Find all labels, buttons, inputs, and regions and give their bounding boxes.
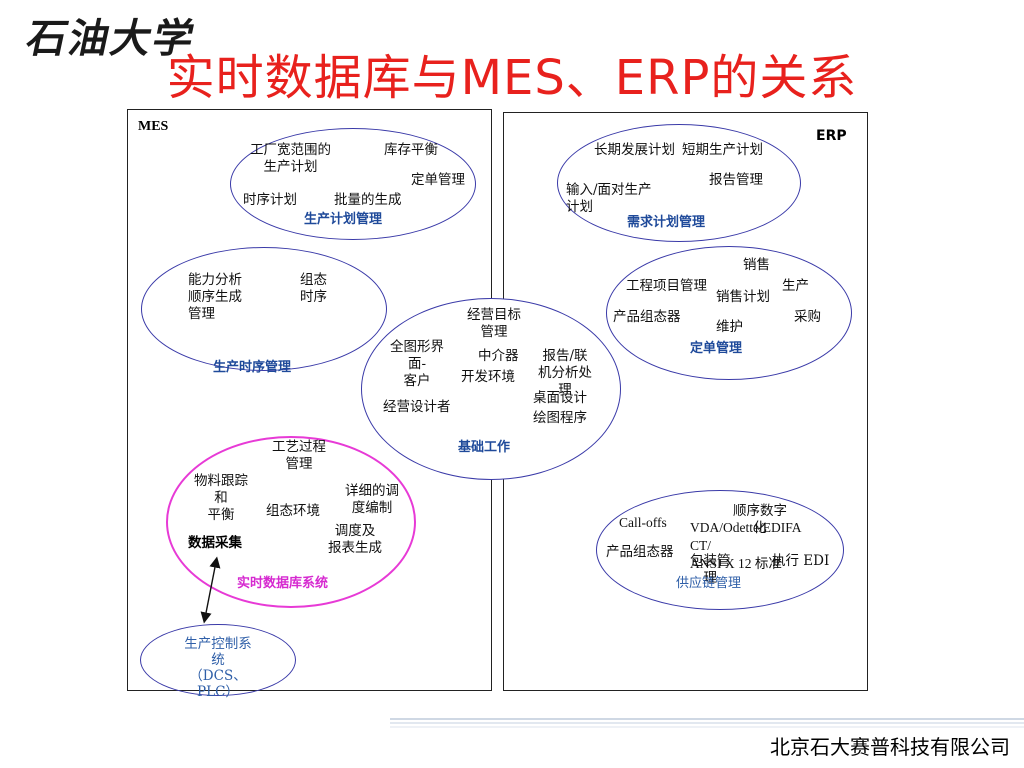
configuration-environment-text: 组态环境	[266, 503, 320, 519]
supply-product-configurator-text: 产品组态器	[606, 544, 674, 560]
page-title: 实时数据库与MES、ERP的关系	[166, 50, 858, 106]
erp-label: ERP	[816, 128, 847, 144]
production-scheduling-ellipse	[141, 247, 387, 371]
report-management-text: 报告管理	[709, 172, 763, 188]
mes-label: MES	[138, 119, 169, 134]
dev-environment-text: 开发环境	[461, 369, 515, 385]
data-acquisition-text: 数据采集	[188, 535, 242, 551]
realtime-database-caption: 实时数据库系统	[237, 576, 329, 591]
production-text: 生产	[782, 278, 809, 294]
input-production-plan-text: 输入/面对生产 计划	[566, 182, 652, 215]
detailed-scheduling-text: 详细的调 度编制	[345, 483, 399, 516]
broker-text: 中介器	[478, 348, 519, 364]
business-goal-text: 经营目标 管理	[467, 307, 521, 340]
supply-chain-caption: 供应链管理	[676, 576, 742, 591]
scheduling-reporting-text: 调度及 报表生成	[328, 523, 382, 556]
order-management-ellipse	[606, 246, 852, 380]
drawing-program-text: 绘图程序	[533, 410, 587, 426]
batch-generation-text: 批量的生成	[334, 192, 402, 208]
sales-text: 销售	[743, 257, 770, 273]
production-scheduling-caption: 生产时序管理	[213, 360, 292, 375]
data-link-arrow	[200, 556, 221, 624]
maintenance-text: 维护	[716, 319, 743, 335]
production-planning-ellipse	[230, 128, 476, 240]
edi-standards-text: VDA/Odette/EDIFA CT/ ANSI X 12 标准	[690, 520, 802, 571]
inventory-balance-text: 库存平衡	[384, 142, 438, 158]
execute-edi-text: 执行 EDI	[772, 553, 830, 569]
foundation-ellipse	[361, 298, 621, 480]
engineering-project-text: 工程项目管理	[626, 278, 707, 294]
configuration-sequence-text: 组态 时序	[300, 272, 327, 305]
control-system-text: 生产控制系 统 （DCS、 PLC）	[184, 636, 252, 700]
process-management-text: 工艺过程 管理	[272, 439, 326, 472]
call-offs-text: Call-offs	[619, 515, 667, 530]
foundation-caption: 基础工作	[458, 440, 511, 455]
olap-text: 报告/联 机分析处 理	[538, 348, 592, 398]
capacity-analysis-text: 能力分析 顺序生成 管理	[188, 272, 242, 322]
realtime-database-ellipse	[166, 436, 416, 608]
purchasing-text: 采购	[794, 309, 821, 325]
control-system-ellipse	[140, 624, 296, 696]
material-tracking-text: 物料跟踪 和 平衡	[194, 473, 248, 523]
sales-plan-text: 销售计划	[716, 289, 770, 305]
long-term-plan-text: 长期发展计划	[594, 142, 675, 158]
sequence-digitization-text: 顺序数字 化	[733, 503, 787, 536]
footer-stripe	[390, 722, 1024, 724]
gui-client-text: 全图形界 面- 客户	[390, 339, 444, 389]
desktop-design-text: 桌面设计	[533, 390, 587, 406]
business-designer-text: 经营设计者	[383, 399, 451, 415]
footer-stripe	[390, 718, 1024, 720]
demand-planning-ellipse	[557, 124, 801, 242]
plant-wide-planning-text: 工厂宽范围的 生产计划	[250, 142, 331, 175]
product-configurator-text: 产品组态器	[613, 309, 681, 325]
order-management-caption: 定单管理	[690, 341, 743, 356]
supply-chain-ellipse	[596, 490, 844, 610]
company-name: 北京石大赛普科技有限公司	[770, 735, 1010, 759]
demand-planning-caption: 需求计划管理	[627, 215, 706, 230]
order-management-text: 定单管理	[411, 172, 465, 188]
sequence-planning-text: 时序计划	[243, 192, 297, 208]
production-planning-caption: 生产计划管理	[304, 212, 383, 227]
footer-stripe	[390, 726, 1024, 728]
short-term-plan-text: 短期生产计划	[682, 142, 763, 158]
packaging-management-text: 包装管 理	[690, 553, 731, 586]
